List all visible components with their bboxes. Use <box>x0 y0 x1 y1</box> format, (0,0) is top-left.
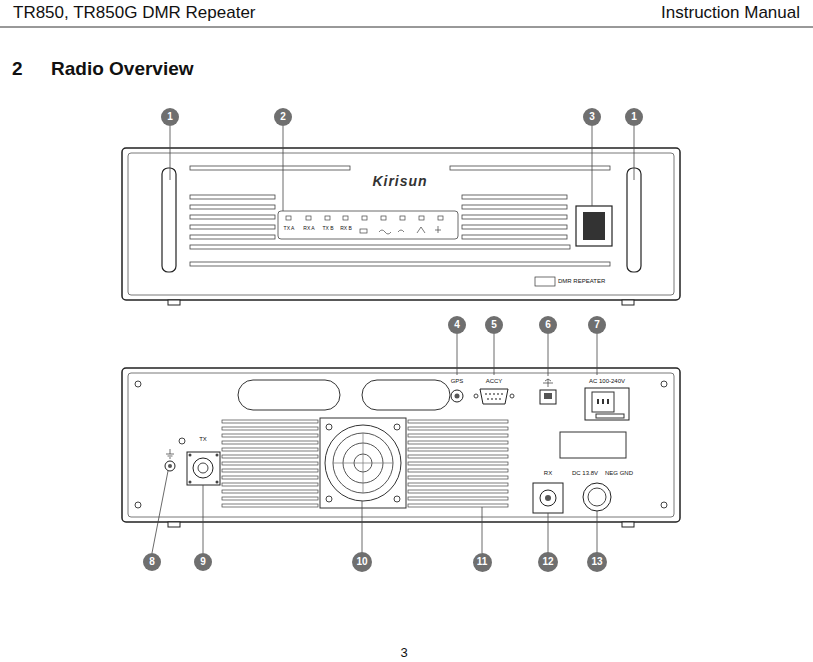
callout-text: 13 <box>591 557 602 567</box>
callout-number: 13 <box>587 552 607 572</box>
callout-number: 1 <box>625 108 643 126</box>
callout-number: 2 <box>274 108 292 126</box>
callout-text: 9 <box>200 557 206 567</box>
panel-text: DMR REPEATER <box>558 278 605 285</box>
callout-number: 11 <box>473 553 492 572</box>
callout-number: 8 <box>143 553 161 571</box>
led-label: RX A <box>303 226 314 232</box>
port-label: NEG GND <box>605 470 633 477</box>
callout-text: 4 <box>454 320 460 330</box>
callout-text: 6 <box>545 320 551 330</box>
callout-text: 10 <box>356 557 367 567</box>
callout-number: 9 <box>194 553 212 571</box>
callout-text: 3 <box>589 112 595 122</box>
port-label: ACCY <box>486 378 503 385</box>
callout-text: 8 <box>149 557 155 567</box>
port-label: DC 13.8V <box>572 470 598 477</box>
callout-number: 4 <box>448 316 466 334</box>
led-label: TX B <box>322 226 333 232</box>
callout-number: 1 <box>161 108 179 126</box>
port-label: AC 100-240V <box>589 378 625 385</box>
port-label: TX <box>199 436 207 443</box>
callout-text: 1 <box>167 112 173 122</box>
callout-number: 10 <box>352 552 372 572</box>
callout-number: 3 <box>583 108 601 126</box>
section-number: 2 <box>12 59 23 80</box>
callout-number: 5 <box>485 316 503 334</box>
callout-text: 5 <box>491 320 497 330</box>
callout-text: 11 <box>477 557 488 567</box>
callout-text: 12 <box>542 557 553 567</box>
led-label: RX B <box>340 226 352 232</box>
header-text: Instruction Manual <box>661 4 800 23</box>
led-label: TX A <box>284 226 295 232</box>
callout-number: 12 <box>538 552 558 572</box>
port-label: GPS <box>451 378 464 385</box>
callout-number: 6 <box>539 316 557 334</box>
brand-logo: Kirisun <box>372 174 427 189</box>
section-title: Radio Overview <box>51 59 194 80</box>
callout-text: 7 <box>594 320 600 330</box>
port-label: RX <box>544 470 552 477</box>
callout-text: 2 <box>280 112 286 122</box>
page-number: 3 <box>400 646 407 660</box>
header-text: TR850, TR850G DMR Repeater <box>13 4 256 23</box>
callout-text: 1 <box>631 112 637 122</box>
callout-number: 7 <box>588 316 606 334</box>
